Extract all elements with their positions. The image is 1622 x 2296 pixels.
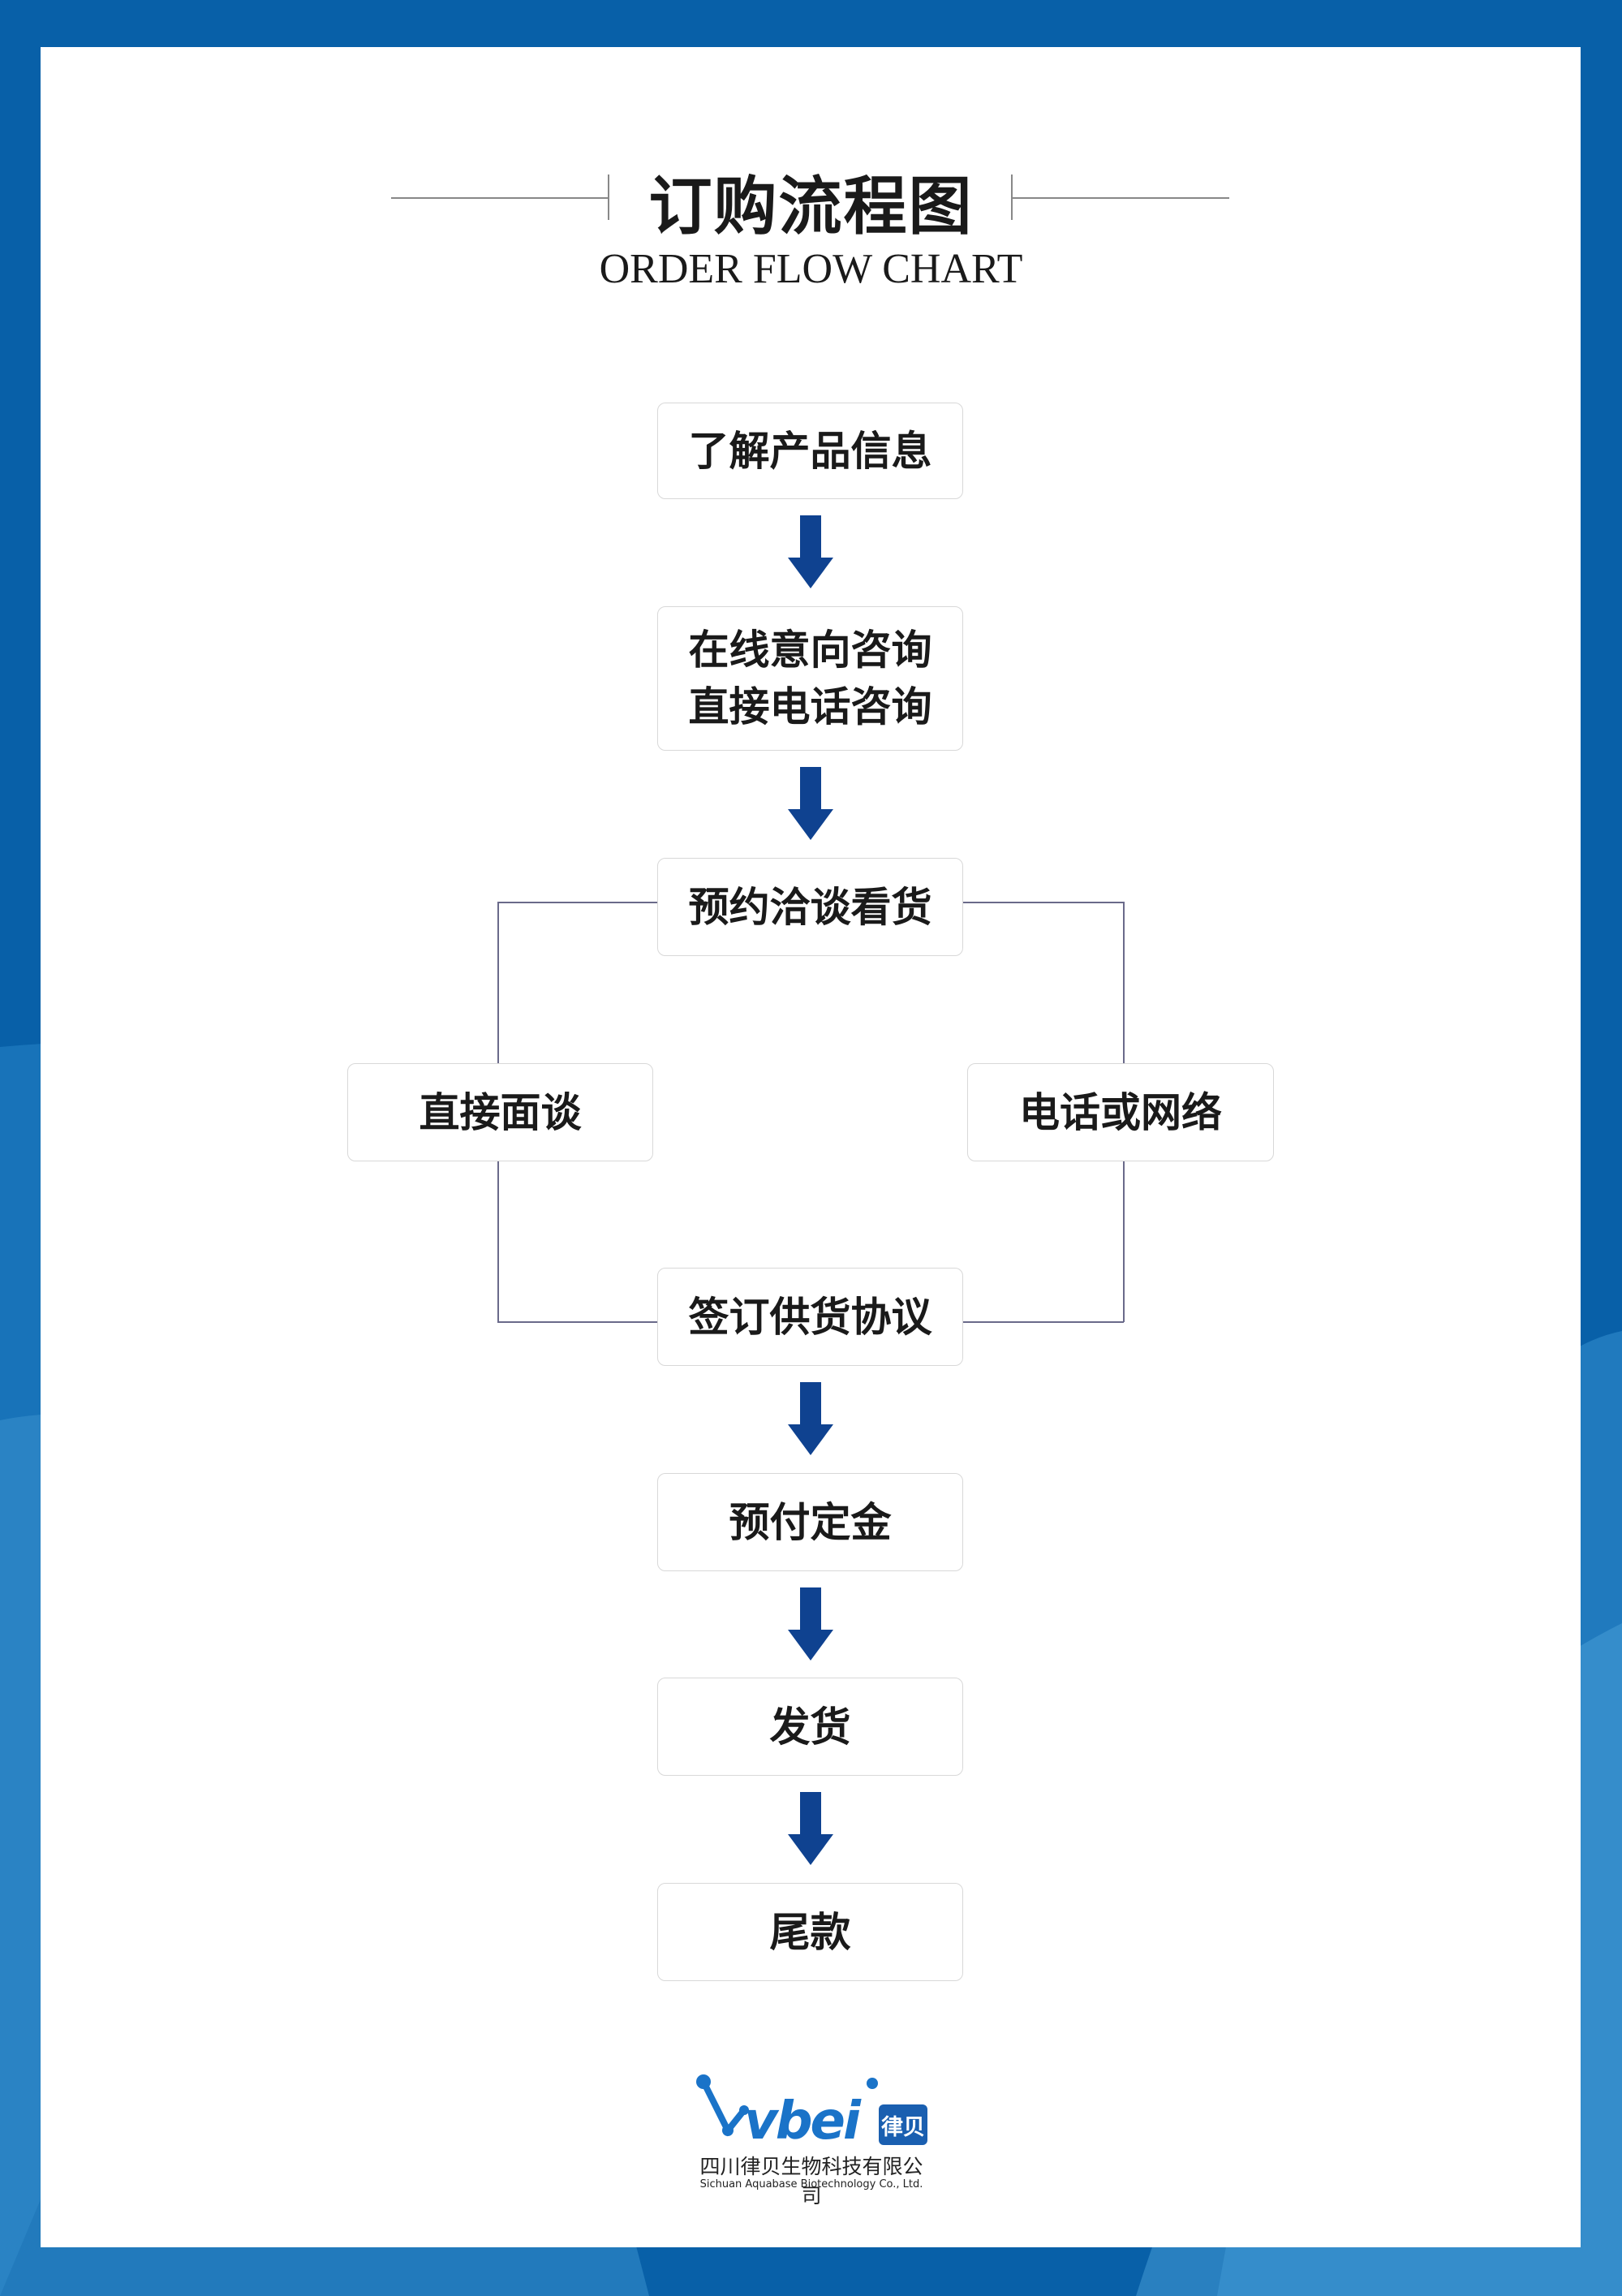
step-label: 了解产品信息 <box>688 426 932 475</box>
step-label: 发货 <box>769 1702 851 1751</box>
company-name-en: Sichuan Aquabase Biotechnology Co., Ltd. <box>699 2178 923 2190</box>
arrow-down-icon <box>788 1587 833 1661</box>
connector-right-bottom-h <box>963 1321 1124 1323</box>
company-name-cn: 四川律贝生物科技有限公司 <box>699 2155 923 2208</box>
step-label: 直接电话咨询 <box>688 683 932 730</box>
step-appointment: 预约洽谈看货 <box>657 858 963 956</box>
connector-left-top-v <box>497 902 499 1063</box>
step-consult: 在线意向咨询直接电话咨询 <box>657 606 963 751</box>
step-label: 预付定金 <box>729 1497 892 1546</box>
connector-left-top-h <box>497 902 657 903</box>
svg-text:vbei: vbei <box>744 2091 862 2151</box>
arrow-down-icon <box>788 1792 833 1865</box>
title-rule-left <box>391 197 608 199</box>
title-rule-left-tick <box>608 174 609 220</box>
arrow-down-icon <box>788 767 833 840</box>
step-learn-product-info: 了解产品信息 <box>657 403 963 499</box>
arrow-down-icon <box>788 515 833 588</box>
arrow-down-icon <box>788 1382 833 1455</box>
page-title: 订购流程图 <box>648 170 974 243</box>
connector-left-bottom-h <box>497 1321 657 1323</box>
step-shipping: 发货 <box>657 1678 963 1776</box>
page-subtitle: ORDER FLOW CHART <box>599 246 1023 292</box>
connector-right-top-v <box>1123 902 1125 1063</box>
branch-label: 直接面谈 <box>419 1088 582 1136</box>
step-label: 预约洽谈看货 <box>688 882 932 931</box>
step-final-payment: 尾款 <box>657 1883 963 1981</box>
branch-label: 电话或网络 <box>1019 1088 1222 1136</box>
branch-face-to-face: 直接面谈 <box>347 1063 653 1161</box>
step-label: 签订供货协议 <box>688 1292 932 1341</box>
title-rule-right <box>1013 197 1229 199</box>
title-rule-right-tick <box>1011 174 1013 220</box>
step-sign-agreement: 签订供货协议 <box>657 1268 963 1366</box>
step-label: 在线意向咨询 <box>688 626 932 674</box>
branch-phone-or-web: 电话或网络 <box>967 1063 1274 1161</box>
svg-text:律贝: 律贝 <box>881 2115 925 2140</box>
step-label: 尾款 <box>769 1907 851 1956</box>
connector-right-bottom-v <box>1123 1161 1125 1322</box>
connector-right-top-h <box>963 902 1124 903</box>
company-logo: vbei 律贝 <box>696 2074 927 2151</box>
connector-left-bottom-v <box>497 1161 499 1322</box>
step-deposit: 预付定金 <box>657 1473 963 1571</box>
